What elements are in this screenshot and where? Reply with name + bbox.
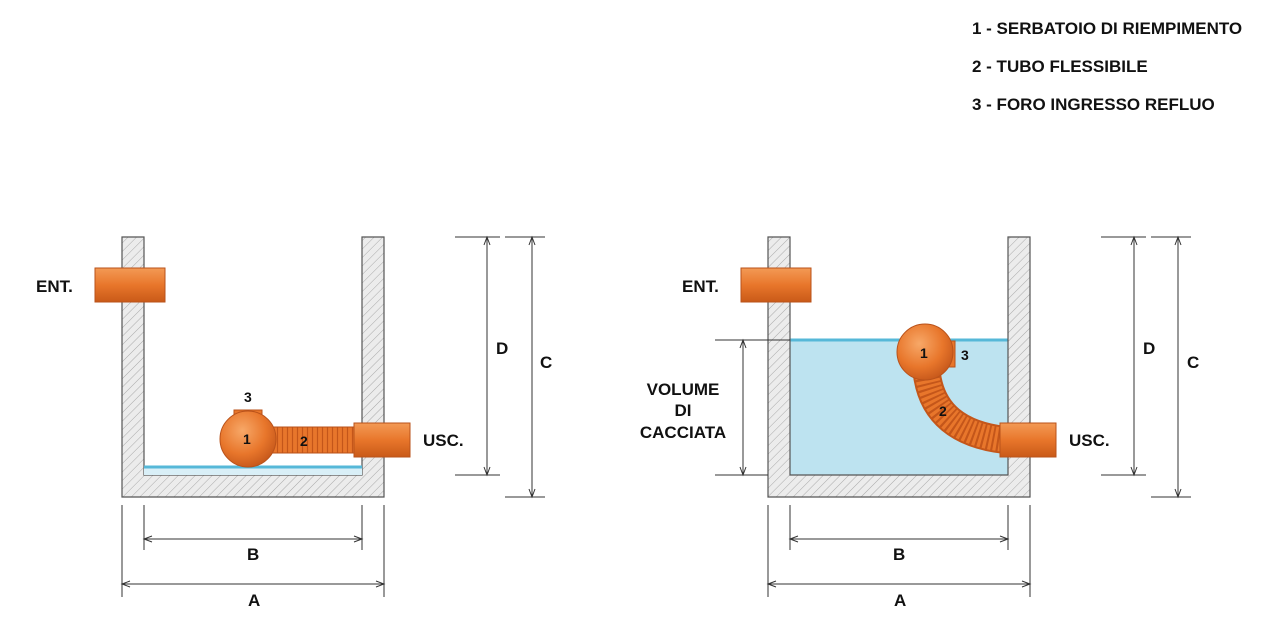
right-dim-c xyxy=(1151,235,1191,499)
legend-item-hose: 2 - TUBO FLESSIBILE xyxy=(972,57,1148,76)
right-dim-a xyxy=(766,505,1032,597)
left-hose xyxy=(269,426,361,454)
legend: 1 - SERBATOIO DI RIEMPIMENTO 2 - TUBO FL… xyxy=(972,18,1242,132)
right-volume-label-line3: CACCIATA xyxy=(640,423,726,442)
left-dim-d-label: D xyxy=(496,339,508,358)
left-tank-walls xyxy=(121,236,385,498)
left-hole-label: 3 xyxy=(244,389,252,405)
legend-item-hole: 3 - FORO INGRESSO REFLUO xyxy=(972,95,1215,114)
right-tank-sphere xyxy=(896,323,954,381)
left-tank-label: 1 xyxy=(243,431,251,447)
right-hose-label: 2 xyxy=(939,403,947,419)
left-outlet-label: USC. xyxy=(423,431,464,450)
left-dim-d xyxy=(455,235,500,477)
right-volume-label-line1: VOLUME xyxy=(647,380,720,399)
left-diagram: ENT. 2 USC. 3 1 D C xyxy=(36,235,552,610)
right-dim-a-label: A xyxy=(894,591,906,610)
right-inlet-label: ENT. xyxy=(682,277,719,296)
legend-item-tank: 1 - SERBATOIO DI RIEMPIMENTO xyxy=(972,19,1243,38)
left-outlet-pipe xyxy=(353,422,411,458)
left-hose-label: 2 xyxy=(300,433,308,449)
right-dim-b xyxy=(788,505,1010,550)
left-dim-c xyxy=(505,235,545,499)
left-dim-a-label: A xyxy=(248,591,260,610)
left-inlet-label: ENT. xyxy=(36,277,73,296)
right-dim-volume xyxy=(715,338,790,477)
right-dim-c-label: C xyxy=(1187,353,1199,372)
left-tank-sphere xyxy=(219,410,277,468)
right-hose-inner xyxy=(915,372,1007,452)
right-volume-label-line2: DI xyxy=(675,401,692,420)
right-dim-d-label: D xyxy=(1143,339,1155,358)
right-outlet-label: USC. xyxy=(1069,431,1110,450)
right-diagram: ENT. 2 USC. 3 1 VOLUME DI CACCIATA xyxy=(640,235,1199,610)
left-dim-b xyxy=(142,505,364,550)
left-water xyxy=(144,466,362,475)
left-dim-c-label: C xyxy=(540,353,552,372)
right-dim-d xyxy=(1101,235,1146,477)
right-hole-label: 3 xyxy=(961,347,969,363)
right-tank-label: 1 xyxy=(920,345,928,361)
left-dim-b-label: B xyxy=(247,545,259,564)
right-tank-walls xyxy=(767,236,1031,498)
left-inlet-pipe xyxy=(94,267,166,303)
right-outlet-pipe xyxy=(999,422,1057,458)
left-dim-a xyxy=(120,505,386,597)
right-dim-b-label: B xyxy=(893,545,905,564)
right-inlet-pipe xyxy=(740,267,812,303)
